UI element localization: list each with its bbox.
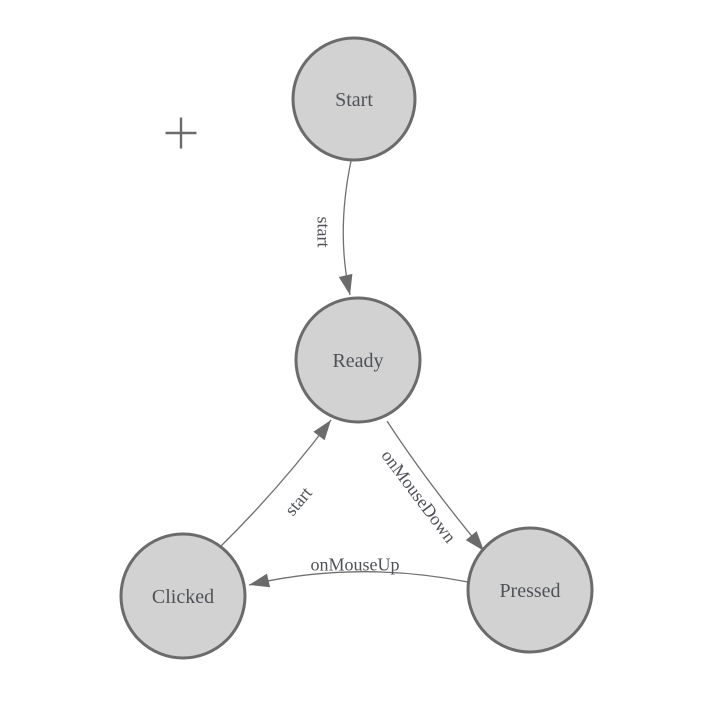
transition-pressed-to-clicked: onMouseUp: [248, 554, 469, 588]
state-circle-start[interactable]: [291, 36, 417, 162]
transition-edge-clicked-to-ready[interactable]: [219, 419, 332, 548]
transition-label-ready-to-pressed: onMouseDown: [377, 446, 460, 547]
crosshair-cursor-icon: [165, 117, 197, 149]
transition-label-start-to-ready: start: [314, 217, 334, 248]
state-circle-clicked[interactable]: [119, 532, 247, 660]
state-circle-pressed[interactable]: [466, 526, 594, 654]
transition-start-to-ready: start: [314, 160, 353, 296]
arrowhead-icon: [249, 573, 271, 588]
arrowhead-icon: [465, 531, 484, 551]
state-node-pressed[interactable]: Pressed: [466, 526, 594, 654]
state-label-clicked: Clicked: [152, 586, 214, 608]
transition-ready-to-pressed: onMouseDown: [377, 420, 485, 552]
state-node-clicked[interactable]: Clicked: [119, 532, 247, 660]
transition-label-pressed-to-clicked: onMouseUp: [311, 554, 400, 574]
state-label-ready: Ready: [332, 350, 383, 372]
state-node-start[interactable]: Start: [291, 36, 417, 162]
state-circle-ready[interactable]: [294, 296, 422, 424]
state-label-pressed: Pressed: [499, 580, 560, 602]
arrowhead-icon: [313, 420, 331, 441]
state-label-start: Start: [335, 89, 373, 111]
transition-edge-ready-to-pressed[interactable]: [386, 420, 485, 552]
transition-label-clicked-to-ready: start: [281, 483, 316, 520]
arrowhead-icon: [338, 273, 353, 295]
state-node-ready[interactable]: Ready: [294, 296, 422, 424]
transition-clicked-to-ready: start: [219, 419, 332, 548]
transition-edge-pressed-to-clicked[interactable]: [248, 571, 469, 586]
